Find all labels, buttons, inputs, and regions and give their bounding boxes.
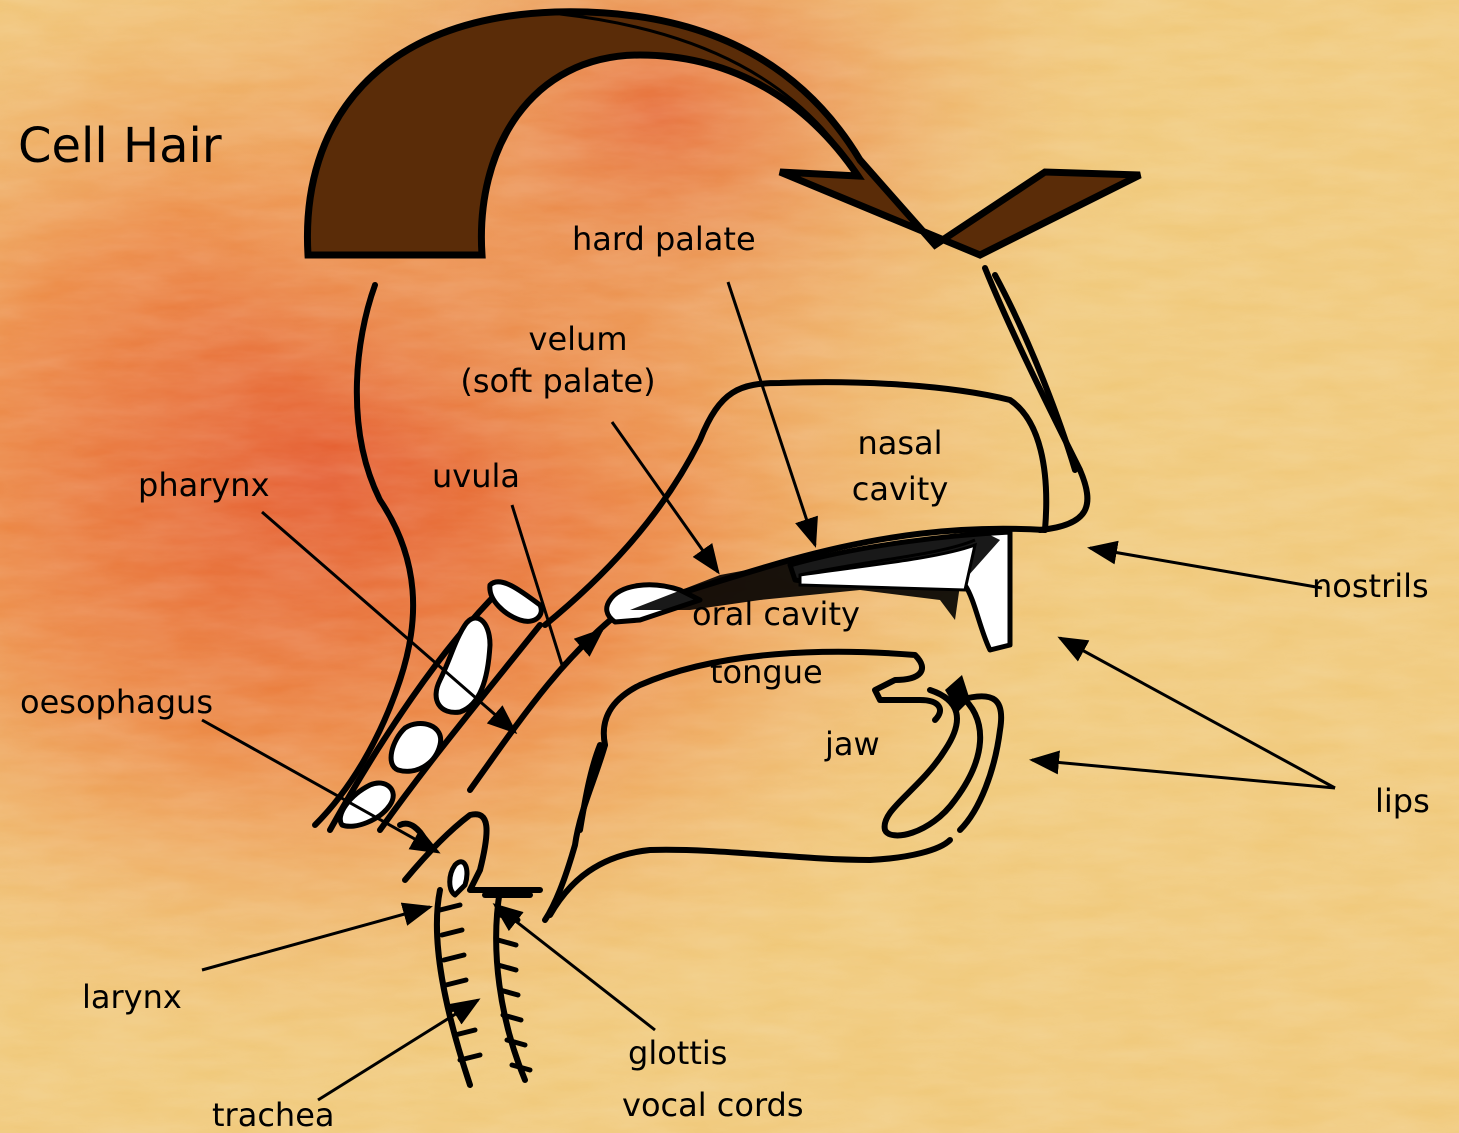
label-glottis: glottis — [628, 1034, 727, 1072]
label-pharynx: pharynx — [138, 466, 270, 504]
head-outline — [315, 268, 1087, 1085]
arrow-hard-palate — [728, 282, 815, 545]
arrow-larynx — [202, 907, 430, 970]
label-oesophagus: oesophagus — [20, 683, 213, 721]
label-lips: lips — [1375, 782, 1430, 820]
trachea-rings — [440, 905, 530, 1070]
label-tongue: tongue — [710, 653, 823, 691]
leader-arrows — [202, 282, 1335, 1100]
label-soft-palate: (soft palate) — [460, 362, 655, 400]
label-larynx: larynx — [82, 978, 182, 1016]
label-trachea: trachea — [212, 1096, 334, 1133]
label-hard-palate: hard palate — [572, 220, 756, 258]
label-cavity: cavity — [852, 470, 949, 508]
arrow-trachea — [318, 1000, 478, 1100]
label-nostrils: nostrils — [1312, 567, 1429, 605]
arrow-nostrils — [1090, 548, 1322, 588]
arrow-glottis — [495, 905, 655, 1030]
label-jaw: jaw — [824, 725, 880, 763]
diagram-title: Cell Hair — [18, 118, 222, 174]
curved-arrow-icon — [307, 12, 1140, 255]
label-nasal: nasal — [857, 424, 942, 462]
label-vocal-cords: vocal cords — [622, 1086, 804, 1124]
label-uvula: uvula — [432, 457, 520, 495]
label-velum: velum — [529, 320, 628, 358]
label-oral-cavity: oral cavity — [692, 595, 860, 633]
